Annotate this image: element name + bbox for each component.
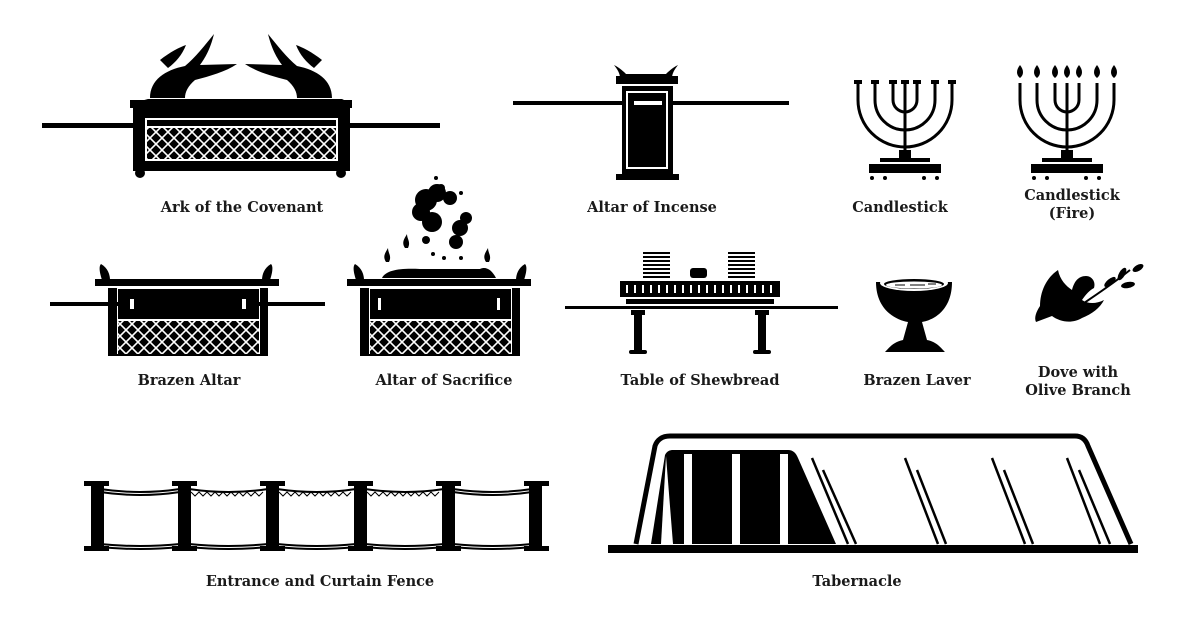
label-ark-of-the-covenant: Ark of the Covenant [160,199,324,216]
altar-of-sacrifice-icon [347,176,531,356]
label-candlestick-fire-line2: (Fire) [1048,205,1096,222]
label-brazen-laver: Brazen Laver [863,372,971,389]
label-candlestick-fire: Candlestick [1024,187,1120,204]
brazen-laver-icon [876,275,952,352]
label-tabernacle: Tabernacle [812,573,902,590]
dove-olive-branch-icon [1035,264,1144,322]
brazen-altar-icon [50,264,325,356]
tabernacle-icon [608,433,1138,553]
menorah-icon [854,80,956,180]
altar-of-incense-icon [513,65,789,180]
label-altar-of-sacrifice: Altar of Sacrifice [375,372,513,389]
table-of-shewbread-icon [565,252,838,354]
menorah-fire-icon [1017,65,1117,180]
label-brazen-altar: Brazen Altar [137,372,241,389]
label-table-of-shewbread: Table of Shewbread [620,372,780,389]
label-entrance-and-curtain-fence: Entrance and Curtain Fence [205,573,435,590]
label-candlestick: Candlestick [852,199,948,216]
curtain-fence-icon [84,481,549,551]
label-dove: Dove with [1037,364,1119,381]
label-dove-line2: Olive Branch [1025,382,1131,399]
label-altar-of-incense: Altar of Incense [587,199,717,216]
ark-of-covenant-icon [42,34,440,178]
